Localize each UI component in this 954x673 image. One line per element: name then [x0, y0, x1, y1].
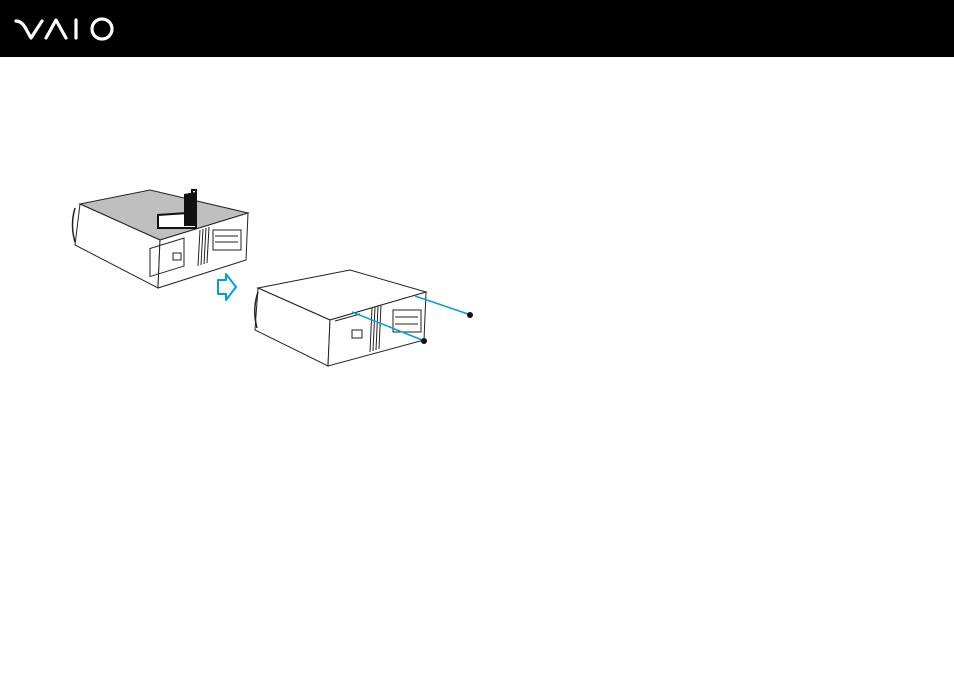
computer-cover-illustration — [60, 180, 490, 375]
desktop-tower-cover-closing — [73, 190, 249, 288]
step-arrow-icon — [218, 274, 236, 300]
header-bar — [0, 0, 954, 57]
desktop-tower-screws-fastening — [255, 270, 473, 366]
vaio-logo — [14, 16, 120, 42]
